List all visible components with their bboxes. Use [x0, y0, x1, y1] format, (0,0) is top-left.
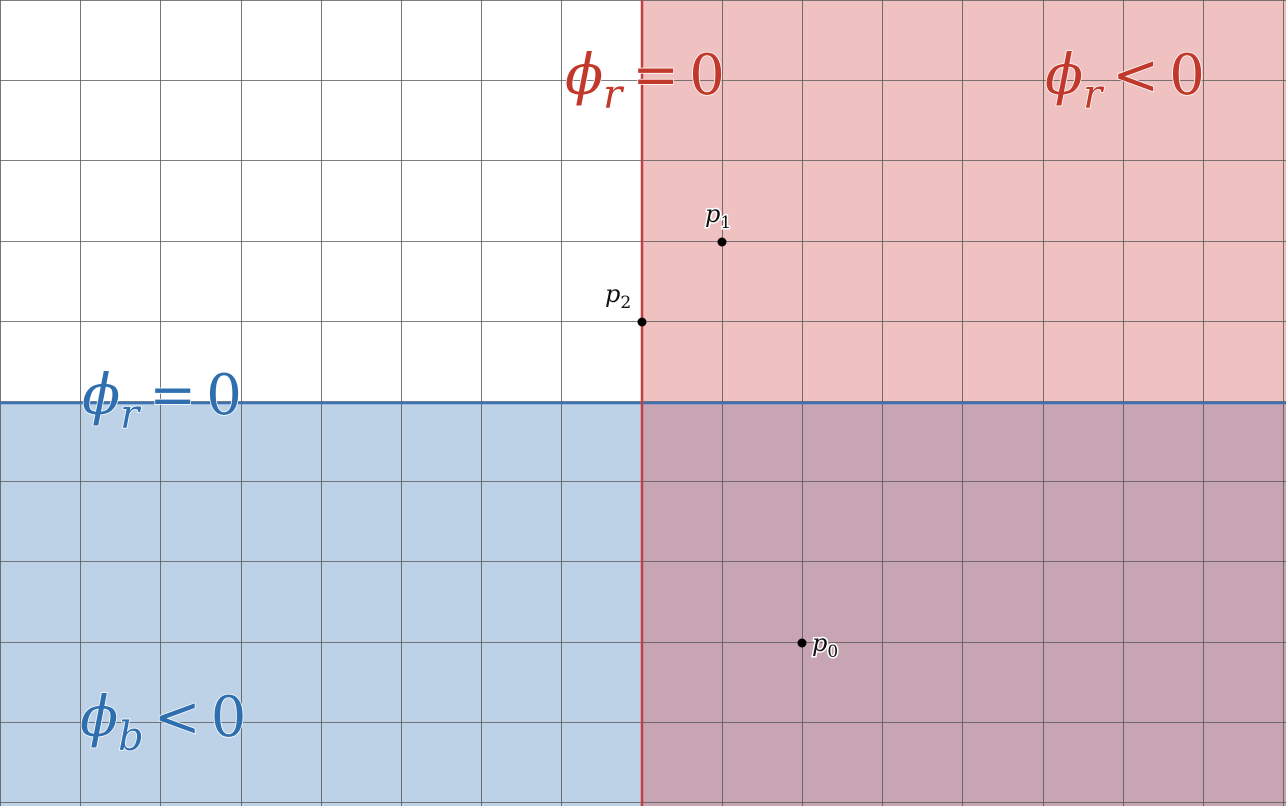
point-p0-marker: [797, 638, 807, 648]
blue-region-label: ϕb<0: [80, 685, 246, 760]
red-boundary-label: ϕr=0: [565, 43, 725, 118]
point-p2-marker: [637, 317, 647, 327]
point-p1-marker: [717, 237, 727, 247]
point-p1-label: p1: [705, 200, 731, 233]
blue-boundary-label: ϕr=0: [82, 363, 242, 438]
point-p0-label: p0: [812, 629, 838, 662]
point-p2-label: p2: [605, 280, 631, 313]
red-region-label: ϕr<0: [1045, 43, 1205, 118]
